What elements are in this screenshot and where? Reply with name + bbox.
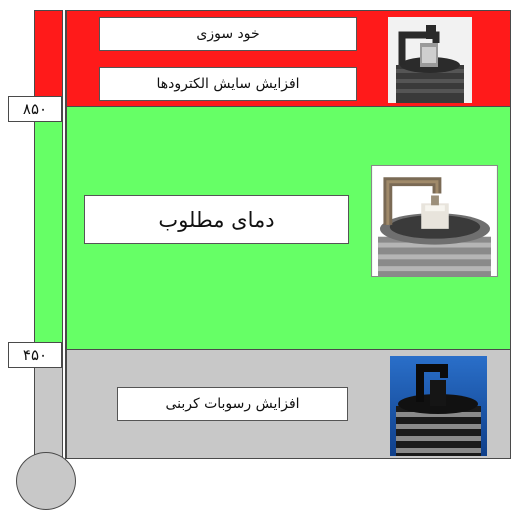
label-desired-temperature: دمای مطلوب [84,195,349,244]
spark-plug-carbon-fouled-image [390,356,487,456]
scale-marker-lower: ۴۵۰ [8,342,62,368]
spark-plug-normal-image [371,165,498,277]
thermometer-hot-segment [34,10,66,106]
label-electrode-wear: افزایش سایش الکترودها [99,67,357,101]
label-carbon-deposit: افزایش رسوبات کربنی [117,387,348,421]
scale-marker-upper: ۸۵۰ [8,96,62,122]
thermometer-bulb [16,452,76,510]
thermometer-tube [62,10,66,462]
spark-plug-overheated-image [388,17,472,103]
thermometer-normal-segment [34,106,66,350]
label-self-ignition: خود سوزی [99,17,357,51]
